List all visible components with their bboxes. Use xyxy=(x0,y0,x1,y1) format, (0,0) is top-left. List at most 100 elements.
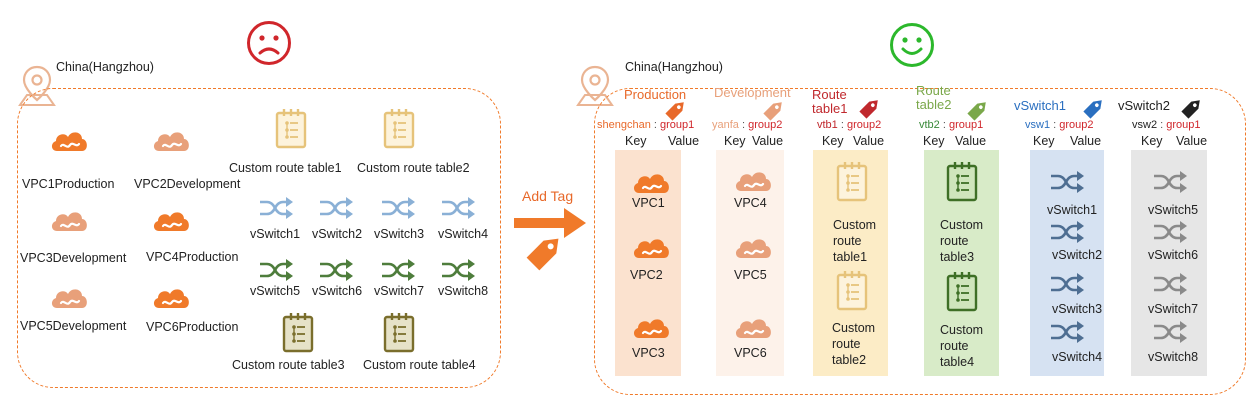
tag-group-column xyxy=(1131,150,1207,376)
region-box-after xyxy=(594,88,1246,395)
vswitch-icon xyxy=(1051,321,1084,343)
vpc-cloud-icon xyxy=(51,212,87,231)
tag-key: vtb1 xyxy=(817,119,838,131)
resource-label: vSwitch2 xyxy=(1052,248,1103,262)
vswitch-icon xyxy=(1051,171,1084,193)
resource-label: vSwitch1 xyxy=(1047,203,1098,217)
value-header: Value xyxy=(1070,134,1102,148)
vpc-cloud-icon xyxy=(735,319,771,338)
resource-label: vSwitch7 xyxy=(1148,302,1199,316)
region-box-before xyxy=(17,88,501,388)
tag-group-column xyxy=(1030,150,1104,376)
vswitch-icon xyxy=(1154,321,1187,343)
key-header: Key xyxy=(724,134,746,148)
vswitch-label: vSwitch6 xyxy=(312,284,363,298)
key-header: Key xyxy=(822,134,844,148)
tag-key: yanfa xyxy=(712,119,739,131)
tag-key-value: vsw1 : group2 xyxy=(1025,119,1094,131)
region-label-after: China(Hangzhou) xyxy=(625,60,723,74)
tag-name: Route table2 xyxy=(916,83,952,112)
vpc-label: VPC4Production xyxy=(146,250,239,264)
tag-separator: : xyxy=(939,119,949,131)
vswitch-label: vSwitch5 xyxy=(250,284,301,298)
sad-face-icon xyxy=(247,21,291,65)
resource-label: VPC4 xyxy=(734,196,767,210)
tag-separator: : xyxy=(1157,119,1167,131)
value-header: Value xyxy=(853,134,885,148)
resource-label: VPC6 xyxy=(734,346,767,360)
tag-name: Production xyxy=(624,87,687,102)
vswitch-icon xyxy=(382,197,415,219)
resource-label: VPC5 xyxy=(734,268,767,282)
vswitch-icon xyxy=(442,197,475,219)
tag-icon xyxy=(526,238,559,271)
vpc-cloud-icon xyxy=(633,239,669,258)
vswitch-icon xyxy=(1154,221,1187,243)
vpc-cloud-icon xyxy=(633,174,669,193)
tag-value: group1 xyxy=(1166,119,1201,131)
vswitch-icon xyxy=(260,259,293,281)
tag-separator: : xyxy=(837,119,847,131)
resource-label: VPC1 xyxy=(632,196,665,210)
vswitch-label: vSwitch3 xyxy=(374,227,425,241)
resource-label: vSwitch5 xyxy=(1148,203,1199,217)
tag-separator: : xyxy=(738,119,749,131)
vswitch-label: vSwitch2 xyxy=(312,227,363,241)
route-table-icon xyxy=(275,109,307,149)
key-header: Key xyxy=(625,134,647,148)
tag-name: vSwitch1 xyxy=(1014,98,1067,113)
key-header: Key xyxy=(1033,134,1055,148)
tag-name: Route table1 xyxy=(812,87,848,116)
vpc-label: VPC6Production xyxy=(146,320,239,334)
vswitch-icon xyxy=(1051,221,1084,243)
tag-value: group2 xyxy=(1059,119,1094,131)
vpc-cloud-icon xyxy=(153,289,189,308)
route-table-label: Custom route table1 xyxy=(229,161,342,175)
tag-value: group2 xyxy=(748,119,783,131)
route-table-label: Custom route table2 xyxy=(357,161,470,175)
vswitch-label: vSwitch4 xyxy=(438,227,489,241)
resource-label: Custom route table3 xyxy=(940,218,984,264)
vpc-label: VPC2Development xyxy=(134,177,241,191)
resource-label: Custom route table2 xyxy=(832,321,876,367)
resource-label: vSwitch3 xyxy=(1052,302,1103,316)
vpc-label: VPC5Development xyxy=(20,319,127,333)
tag-key-value: vtb1 : group2 xyxy=(817,119,881,131)
tag-key-value: shengchan : group1 xyxy=(597,119,694,131)
route-table-icon xyxy=(383,313,415,353)
value-header: Value xyxy=(955,134,987,148)
resource-label: vSwitch8 xyxy=(1148,350,1199,364)
tag-value: group1 xyxy=(660,119,695,131)
right-arrow-icon xyxy=(514,208,586,238)
tag-key-value: yanfa : group2 xyxy=(712,119,782,131)
vpc-cloud-icon xyxy=(51,289,87,308)
vswitch-icon xyxy=(320,259,353,281)
route-table-icon xyxy=(282,313,314,353)
tag-badge-icon xyxy=(1181,100,1200,119)
tag-value: group1 xyxy=(948,119,984,131)
key-header: Key xyxy=(1141,134,1163,148)
tag-badge-icon xyxy=(665,102,684,121)
resource-label: Custom route table4 xyxy=(940,323,984,369)
vpc-cloud-icon xyxy=(153,132,189,151)
happy-face-icon xyxy=(890,23,934,67)
resource-label: Custom route table1 xyxy=(833,218,877,264)
add-tag-label: Add Tag xyxy=(522,188,574,204)
vswitch-icon xyxy=(1051,273,1084,295)
key-header: Key xyxy=(923,134,945,148)
resource-label: VPC3 xyxy=(632,346,665,360)
vswitch-icon xyxy=(442,259,475,281)
vswitch-label: vSwitch7 xyxy=(374,284,425,298)
tag-name: vSwitch2 xyxy=(1118,98,1171,113)
tag-key: vsw2 xyxy=(1132,119,1158,131)
vpc-cloud-icon xyxy=(633,319,669,338)
vswitch-icon xyxy=(1154,171,1187,193)
vpc-cloud-icon xyxy=(735,239,771,258)
tag-separator: : xyxy=(1050,119,1060,131)
vswitch-label: vSwitch8 xyxy=(438,284,489,298)
tag-badge-icon xyxy=(859,100,878,119)
vpc-cloud-icon xyxy=(735,172,771,191)
route-table-icon xyxy=(946,272,978,312)
tag-key: vsw1 xyxy=(1025,119,1051,131)
route-table-icon xyxy=(836,271,868,311)
